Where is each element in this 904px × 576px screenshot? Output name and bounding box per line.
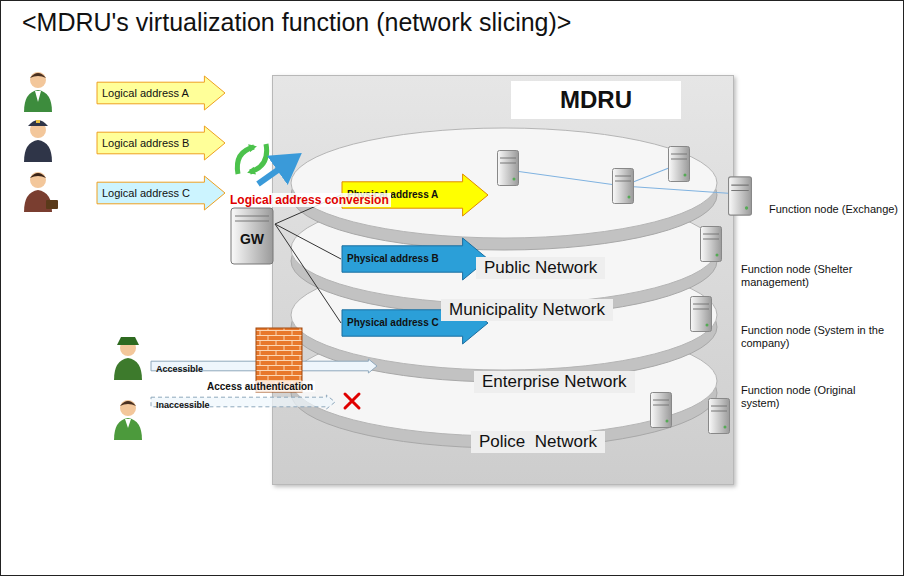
address-arrow: Inaccessible	[150, 394, 336, 410]
network-label-wrap: Public Network	[476, 257, 605, 279]
red-cross	[345, 394, 359, 408]
user-accessible	[114, 337, 142, 380]
conversion-label: Logical address conversion	[228, 193, 391, 207]
address-arrow: Logical address A	[96, 75, 226, 111]
function-node-label-wrap: Function node (System in the company)	[741, 324, 891, 351]
person-body	[24, 90, 52, 112]
user-b	[24, 120, 52, 162]
user-inaccessible	[114, 400, 142, 440]
person-hair	[30, 73, 46, 78]
person-body	[114, 358, 142, 380]
arrow-outline	[342, 302, 488, 344]
connector-line	[275, 224, 341, 323]
person-hair	[120, 401, 136, 406]
person-hat	[117, 337, 139, 345]
arrow-label: Logical address C	[102, 175, 190, 211]
network-label-wrap: Police Network	[471, 431, 605, 453]
person-head	[30, 72, 46, 88]
network-label: Public Network	[476, 257, 605, 279]
function-node-label: Function node (System in the company)	[741, 324, 891, 350]
user-c	[24, 172, 58, 212]
deny-mark	[345, 394, 359, 408]
function-servers	[498, 147, 752, 434]
server-icon	[669, 147, 690, 182]
arrow-label-wrap: Logical address C	[102, 175, 190, 211]
address-arrow: Logical address C	[96, 175, 226, 211]
panel-title-wrap: MDRU	[511, 81, 681, 119]
cap-badge	[36, 120, 40, 123]
function-node-label-wrap: Function node (Shelter management)	[741, 263, 891, 290]
server-icon	[701, 227, 722, 262]
person-shirt	[125, 419, 131, 428]
gateway-server: GW	[229, 206, 275, 266]
function-node-label: Function node (Shelter management)	[741, 263, 891, 289]
arrow-label: Physical address B	[347, 237, 439, 281]
arrow-outline	[97, 126, 225, 160]
server-icon	[613, 169, 634, 204]
server-label: GW	[240, 231, 264, 247]
panel-title: MDRU	[511, 81, 681, 119]
person-shirt	[35, 91, 41, 102]
green-arrow	[250, 144, 267, 172]
auth-label-wrap: Access authentication	[205, 376, 315, 394]
arrow-label-wrap: Inaccessible	[156, 394, 210, 413]
arrow-outline	[97, 76, 225, 110]
arrow-label-wrap: Logical address A	[102, 75, 189, 111]
person-head	[30, 172, 46, 188]
diagram-title-wrap: <MDRU's virtualization function (network…	[22, 8, 571, 37]
arrow-label-wrap: Accessible	[156, 358, 203, 377]
server-icon	[691, 297, 712, 332]
address-arrow: Physical address B	[341, 237, 489, 281]
server-icon	[729, 177, 752, 215]
conversion-label-wrap: Logical address conversion	[228, 190, 391, 208]
arrow-label: Logical address B	[102, 125, 189, 161]
person-body	[24, 140, 52, 162]
server-body	[231, 208, 273, 264]
server-icon	[709, 399, 730, 434]
arrow-label: Inaccessible	[156, 397, 210, 413]
address-arrow: Logical address B	[96, 125, 226, 161]
police-cap	[28, 120, 48, 126]
disk-top	[291, 128, 717, 238]
arrow-label: Logical address A	[102, 75, 189, 111]
server-label-wrap: GW	[229, 230, 275, 248]
diagram-title: <MDRU's virtualization function (network…	[22, 8, 571, 37]
briefcase	[46, 200, 58, 209]
function-node-label: Function node (Original system)	[741, 384, 891, 410]
arrow-label: Physical address C	[347, 301, 439, 345]
person-head	[120, 400, 136, 416]
person-body	[114, 418, 142, 440]
arrow-label: Accessible	[156, 361, 203, 377]
arrow-label-wrap: Logical address B	[102, 125, 189, 161]
connector-line	[275, 224, 341, 259]
network-label: Municipality Network	[441, 299, 613, 321]
network-label: Enterprise Network	[474, 371, 635, 393]
arrow-outline	[97, 176, 225, 210]
user-a	[24, 72, 52, 112]
arrow-outline	[342, 238, 488, 280]
function-node-label-wrap: Function node (Original system)	[741, 384, 891, 411]
network-label-wrap: Enterprise Network	[474, 371, 635, 393]
server-icon	[651, 393, 672, 428]
function-node-label: Function node (Exchange)	[769, 203, 898, 216]
function-node-label-wrap: Function node (Exchange)	[769, 199, 899, 217]
person-hair	[30, 173, 46, 178]
server-icon	[498, 151, 519, 186]
network-label: Police Network	[471, 431, 605, 453]
network-label-wrap: Municipality Network	[441, 299, 613, 321]
arrow-label-wrap: Physical address B	[347, 237, 439, 281]
arrow-label-wrap: Physical address C	[347, 301, 439, 345]
server-slot	[235, 216, 269, 221]
conversion-arrows	[237, 144, 292, 184]
blue-arrow	[258, 160, 292, 184]
auth-label: Access authentication	[205, 381, 315, 392]
